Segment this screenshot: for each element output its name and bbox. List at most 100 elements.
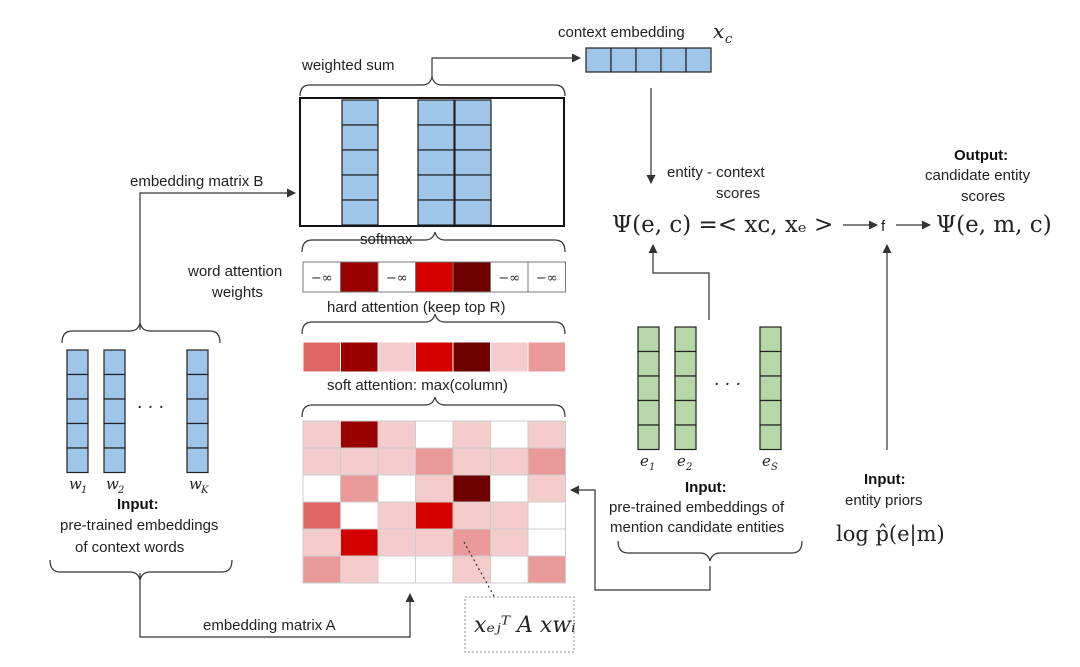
weighted-sum-cell: [454, 99, 492, 126]
attention-weight-cell: [415, 261, 454, 293]
context-embedding-cell: [660, 47, 687, 73]
attention-weight-cell: [302, 261, 341, 293]
entity-embedding-cell: [674, 424, 697, 451]
neg-infinity-label: −∞: [386, 271, 408, 286]
entity-label: e: [762, 452, 771, 470]
entity-dots: · · ·: [714, 375, 741, 395]
word-label: w: [69, 475, 82, 493]
word-embedding-cell: [103, 398, 126, 425]
word-embedding-cell: [186, 447, 209, 474]
attention-matrix-cell: [377, 555, 416, 584]
attention-matrix-cell: [490, 555, 529, 584]
input-mid-title: Input:: [685, 479, 727, 496]
word-attention-weights-row: −∞−∞−∞−∞: [302, 261, 566, 293]
entity-label: e: [640, 452, 649, 470]
word-label: w: [106, 475, 119, 493]
attention-matrix-cell: [377, 474, 416, 503]
attention-matrix-cell: [452, 420, 491, 449]
entities-to-matrix-arrow: [570, 485, 711, 591]
attention-matrix-cell: [452, 528, 491, 557]
attention-matrix-cell: [527, 474, 566, 503]
weighted-sum-cell: [341, 174, 379, 201]
hard-attention-cell: [527, 341, 566, 373]
weighted-sum-cell: [454, 199, 492, 226]
attention-matrix-cell: [340, 474, 379, 503]
attention-matrix-cell: [302, 474, 341, 503]
word-embedding-cell: [66, 349, 89, 376]
weighted-sum-cell: [417, 174, 455, 201]
attention-matrix-cell: [527, 501, 566, 530]
attention-weight-cell: [527, 261, 566, 293]
word-embedding-cell: [103, 422, 126, 449]
softmax-brace: [301, 231, 566, 253]
word-label-subscript: 1: [81, 485, 87, 496]
attention-matrix-cell: [490, 528, 529, 557]
f-label: f: [881, 218, 886, 235]
entity-embedding-cell: [637, 424, 660, 451]
attention-matrix-cell: [377, 420, 416, 449]
entity-label-subscript: S: [771, 462, 778, 473]
attention-matrix-cell: [302, 555, 341, 584]
context-embedding-cell: [585, 47, 612, 73]
context-embedding-cell: [635, 47, 662, 73]
word-label: w: [189, 475, 202, 493]
word-embedding-cell: [103, 373, 126, 400]
context-embedding-cell: [610, 47, 637, 73]
neg-infinity-label: −∞: [311, 271, 333, 286]
entity-embedding-cell: [637, 350, 660, 377]
attention-matrix-cell: [490, 474, 529, 503]
weighted-sum-cell: [454, 124, 492, 151]
weighted-sum-cell: [417, 99, 455, 126]
output-line-1: candidate entity: [925, 167, 1031, 184]
entity-embedding-cell: [759, 424, 782, 451]
entity-embedding-cell: [674, 375, 697, 402]
attention-matrix-cell: [415, 555, 454, 584]
attention-matrix-cell: [377, 501, 416, 530]
weighted-sum-cell: [454, 149, 492, 176]
input-mid-line-2: mention candidate entities: [610, 519, 784, 536]
attention-weight-cell: [340, 261, 379, 293]
attention-matrix-cell: [415, 474, 454, 503]
word-embedding-cell: [186, 398, 209, 425]
word-embedding-cell: [103, 447, 126, 474]
weighted-sum-cell: [341, 199, 379, 226]
attention-matrix-cell: [452, 501, 491, 530]
weighted-sum-cell: [341, 99, 379, 126]
weighted-sum-cell: [417, 149, 455, 176]
attention-matrix-cell: [340, 555, 379, 584]
weighted-sum-cell: [417, 124, 455, 151]
context-embedding-label: context embedding: [558, 24, 685, 41]
input-left-brace: [49, 559, 233, 581]
attention-matrix-cell: [340, 447, 379, 476]
attention-matrix-cell: [527, 420, 566, 449]
embedding-matrix-b-label: embedding matrix B: [130, 173, 263, 190]
soft-attention-brace: [301, 396, 566, 418]
soft-attention-label: soft attention: max(column): [327, 377, 508, 394]
formula-pointer: [463, 541, 496, 599]
hard-attention-cell: [490, 341, 529, 373]
output-line-2: scores: [961, 188, 1005, 205]
entity-context-label-2: scores: [716, 185, 760, 202]
word-embedding-cell: [66, 422, 89, 449]
word-embedding-cell: [66, 373, 89, 400]
context-embedding-cell: [685, 47, 712, 73]
word-dots: · · ·: [137, 398, 164, 418]
weighted-sum-matrix: [299, 97, 565, 227]
hard-attention-label: hard attention (keep top R): [327, 299, 505, 316]
attention-matrix-cell: [490, 447, 529, 476]
entities-to-scores-arrow: [648, 244, 710, 320]
entity-embedding-cell: [674, 399, 697, 426]
attention-matrix-cell: [415, 528, 454, 557]
hard-attention-row: [302, 341, 566, 373]
entity-label: e: [677, 452, 686, 470]
softmax-label: softmax: [360, 231, 413, 248]
embedding-matrix-a-label: embedding matrix A: [203, 617, 336, 634]
entity-label-subscript: 2: [685, 462, 692, 473]
input-right-title: Input:: [864, 471, 906, 488]
attention-matrix-cell: [452, 555, 491, 584]
entity-embedding-cell: [759, 399, 782, 426]
input-right-line-1: entity priors: [845, 492, 923, 509]
input-left-title: Input:: [117, 496, 159, 513]
